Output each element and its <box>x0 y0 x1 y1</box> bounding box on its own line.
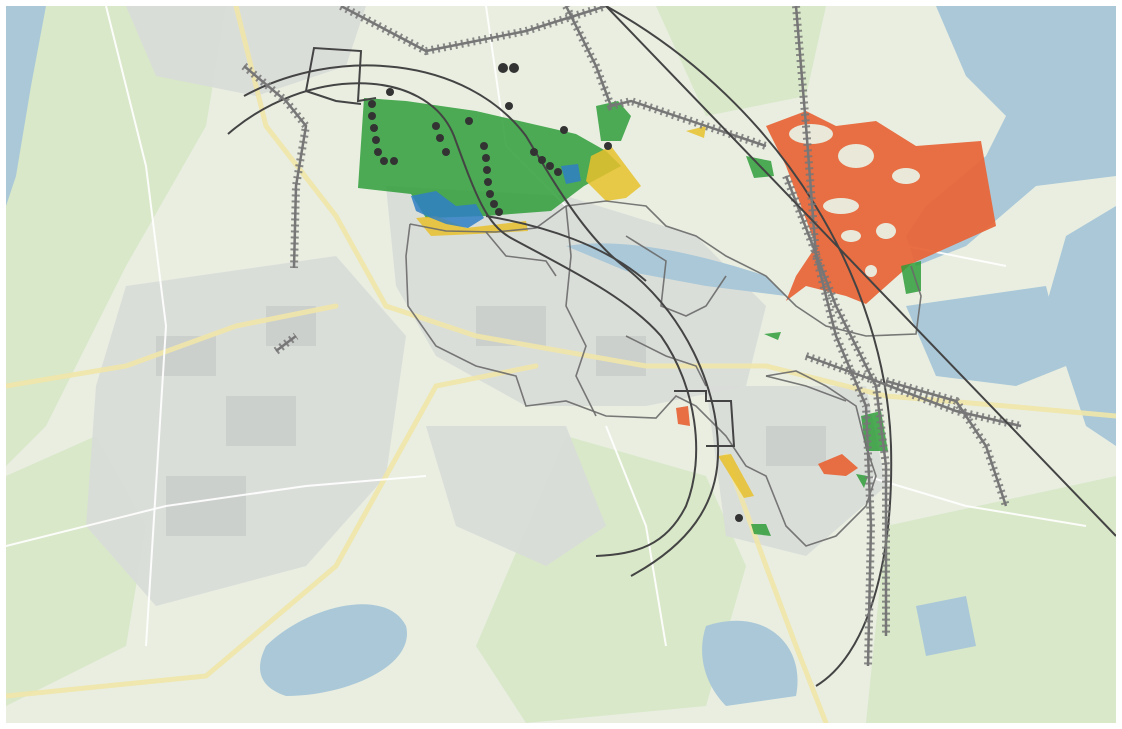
point-marker <box>735 514 743 522</box>
point-marker <box>509 63 519 73</box>
point-marker <box>530 148 538 156</box>
map-canvas[interactable] <box>6 6 1116 723</box>
district-boundaries <box>405 200 922 547</box>
rail-ties <box>241 6 1022 667</box>
municipal-boundary <box>305 46 377 105</box>
point-marker <box>380 157 388 165</box>
point-marker <box>498 63 508 73</box>
zone-yellow-4 <box>686 126 706 138</box>
zone-blue-2 <box>561 164 581 184</box>
urban-blocks <box>156 306 826 536</box>
point-marker <box>495 208 503 216</box>
point-marker <box>436 134 444 142</box>
point-marker <box>374 148 382 156</box>
noise-contours <box>227 6 893 687</box>
zone-yellow-3 <box>718 454 754 498</box>
point-marker <box>554 168 562 176</box>
municipal-boundary-south <box>674 390 736 447</box>
point-marker <box>368 100 376 108</box>
point-marker <box>368 112 376 120</box>
point-marker <box>505 102 513 110</box>
point-marker <box>386 88 394 96</box>
point-marker <box>370 124 378 132</box>
point-markers <box>368 63 743 522</box>
point-marker <box>480 142 488 150</box>
zone-green-harbour <box>901 261 921 294</box>
point-marker <box>465 117 473 125</box>
point-marker <box>483 166 491 174</box>
straight-corridor-line <box>605 6 1116 537</box>
point-marker <box>372 136 380 144</box>
zone-orange-small-1 <box>818 454 858 476</box>
water-layer <box>6 6 1116 706</box>
orange-zone-cutouts <box>789 124 920 277</box>
point-marker <box>490 200 498 208</box>
zone-green-south-3 <box>751 524 771 536</box>
point-marker <box>432 122 440 130</box>
point-marker <box>546 162 554 170</box>
point-marker <box>538 156 546 164</box>
point-marker <box>484 178 492 186</box>
point-marker <box>482 154 490 162</box>
zone-blue-1 <box>411 191 484 228</box>
point-marker <box>560 126 568 134</box>
map-viewport[interactable] <box>6 6 1116 723</box>
zone-orange-small-2 <box>676 406 690 426</box>
point-marker <box>442 148 450 156</box>
zone-orange-harbour <box>766 111 996 304</box>
zone-yellow-1 <box>586 146 641 201</box>
point-marker <box>390 157 398 165</box>
zone-green-north <box>596 101 631 141</box>
major-roads <box>6 6 1116 723</box>
zone-green-mid <box>764 332 781 340</box>
point-marker <box>604 142 612 150</box>
point-marker <box>486 190 494 198</box>
